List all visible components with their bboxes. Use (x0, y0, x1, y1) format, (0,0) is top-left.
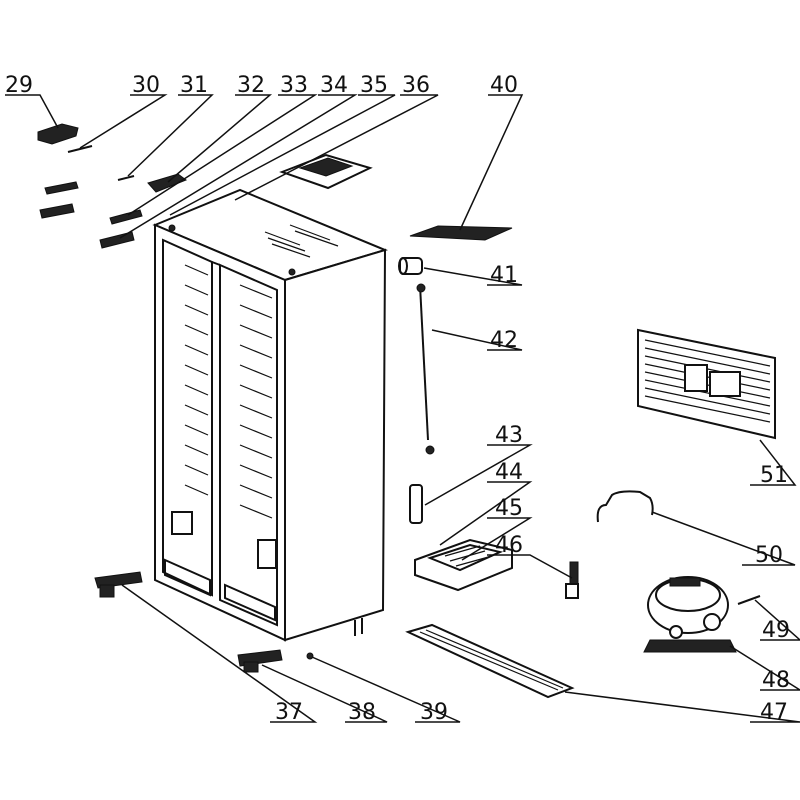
callout-36: 36 (402, 73, 430, 98)
strip-35 (99, 231, 135, 249)
bracket-32 (147, 173, 188, 193)
callout-31: 31 (180, 73, 208, 98)
callout-29: 29 (5, 73, 33, 98)
hinge-38 (237, 649, 283, 673)
cabinet (152, 188, 388, 642)
callout-labels: 29 30 31 32 33 34 35 36 40 41 42 43 44 4… (5, 73, 790, 725)
callout-49: 49 (762, 618, 790, 643)
callout-39: 39 (420, 700, 448, 725)
callout-43: 43 (495, 423, 523, 448)
callout-35: 35 (360, 73, 388, 98)
callout-38: 38 (348, 700, 376, 725)
leader-lines (5, 94, 800, 723)
part-43 (409, 484, 423, 524)
callout-40: 40 (490, 73, 518, 98)
callout-32: 32 (237, 73, 265, 98)
base-plate-47 (405, 623, 575, 699)
callout-42: 42 (490, 328, 518, 353)
callout-50: 50 (755, 543, 783, 568)
callout-44: 44 (495, 460, 523, 485)
back-panel-51 (637, 328, 776, 440)
strip-33 (39, 181, 79, 219)
part-49 (737, 595, 761, 605)
screw-39 (306, 652, 314, 660)
pipe-50 (596, 490, 654, 523)
cover-plate-40 (409, 225, 513, 241)
callout-46: 46 (495, 533, 523, 558)
screw-30 (67, 145, 93, 153)
callout-33: 33 (280, 73, 308, 98)
callout-37: 37 (275, 700, 303, 725)
screw-31 (117, 175, 135, 181)
callout-34: 34 (320, 73, 348, 98)
part-41 (398, 257, 423, 275)
hinge-37 (94, 571, 143, 598)
cover-36 (279, 153, 373, 190)
callout-45: 45 (495, 496, 523, 521)
part-46 (565, 561, 579, 599)
drain-tray-44-45 (414, 538, 513, 592)
part-42-tube (416, 283, 435, 455)
compressor-48 (643, 576, 737, 653)
callout-41: 41 (490, 263, 518, 288)
callout-30: 30 (132, 73, 160, 98)
callout-51: 51 (760, 463, 788, 488)
hinge-29 (37, 123, 79, 145)
callout-48: 48 (762, 668, 790, 693)
callout-47: 47 (760, 700, 788, 725)
strip-34 (109, 209, 143, 225)
